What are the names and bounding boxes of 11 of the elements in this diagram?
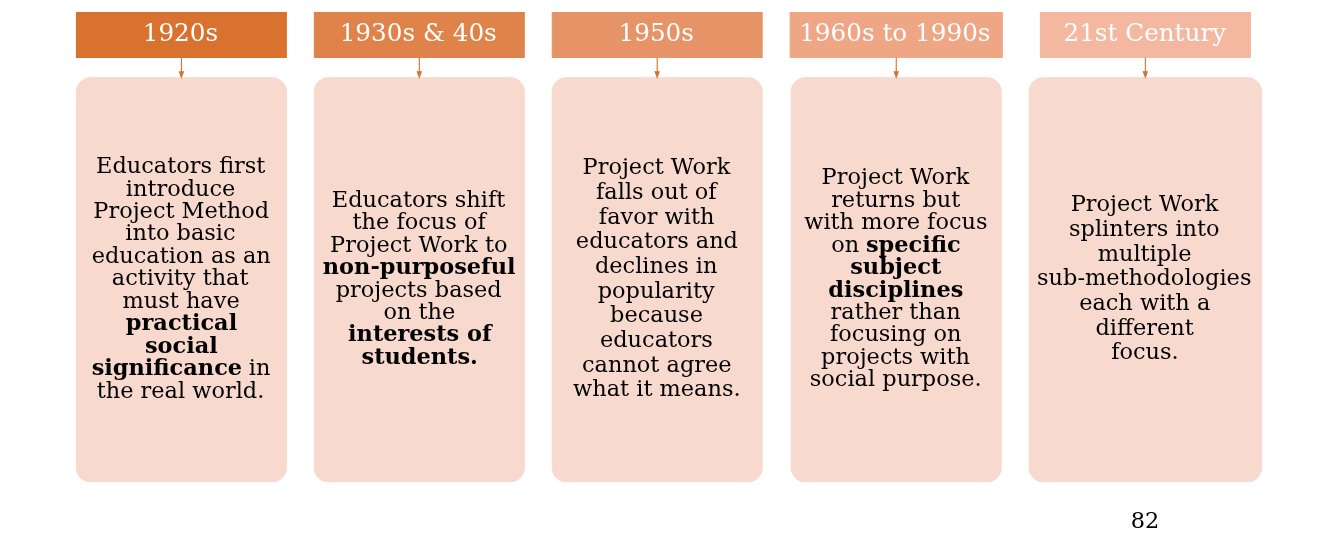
node-box: 1950s — [551, 12, 763, 59]
node-box: 1920s — [75, 12, 287, 59]
label: 82 — [1130, 506, 1160, 533]
node-box: Project Work returns but with more focus on specific subject disciplines rather than focusing on projects with social purpose. — [790, 77, 1002, 483]
node-box: 1930s & 40s — [313, 12, 525, 59]
node-box: Project Work splinters into multiple sub-methodologies each with a different focus. — [1028, 77, 1263, 483]
node-box: 1960s to 1990s — [789, 12, 1003, 59]
node-box: Project Work falls out of favor with educators and declines in popularity because educators cannot agree what it means. — [551, 77, 763, 483]
node-box: 21st Century — [1039, 12, 1251, 59]
node-box: Educators shift the focus of Project Work to non-purposeful projects based on the interests of students. — [313, 77, 525, 483]
node-box: Educators first introduce Project Method into basic education as an activity that must have practical social significance in the real world. — [75, 77, 287, 483]
